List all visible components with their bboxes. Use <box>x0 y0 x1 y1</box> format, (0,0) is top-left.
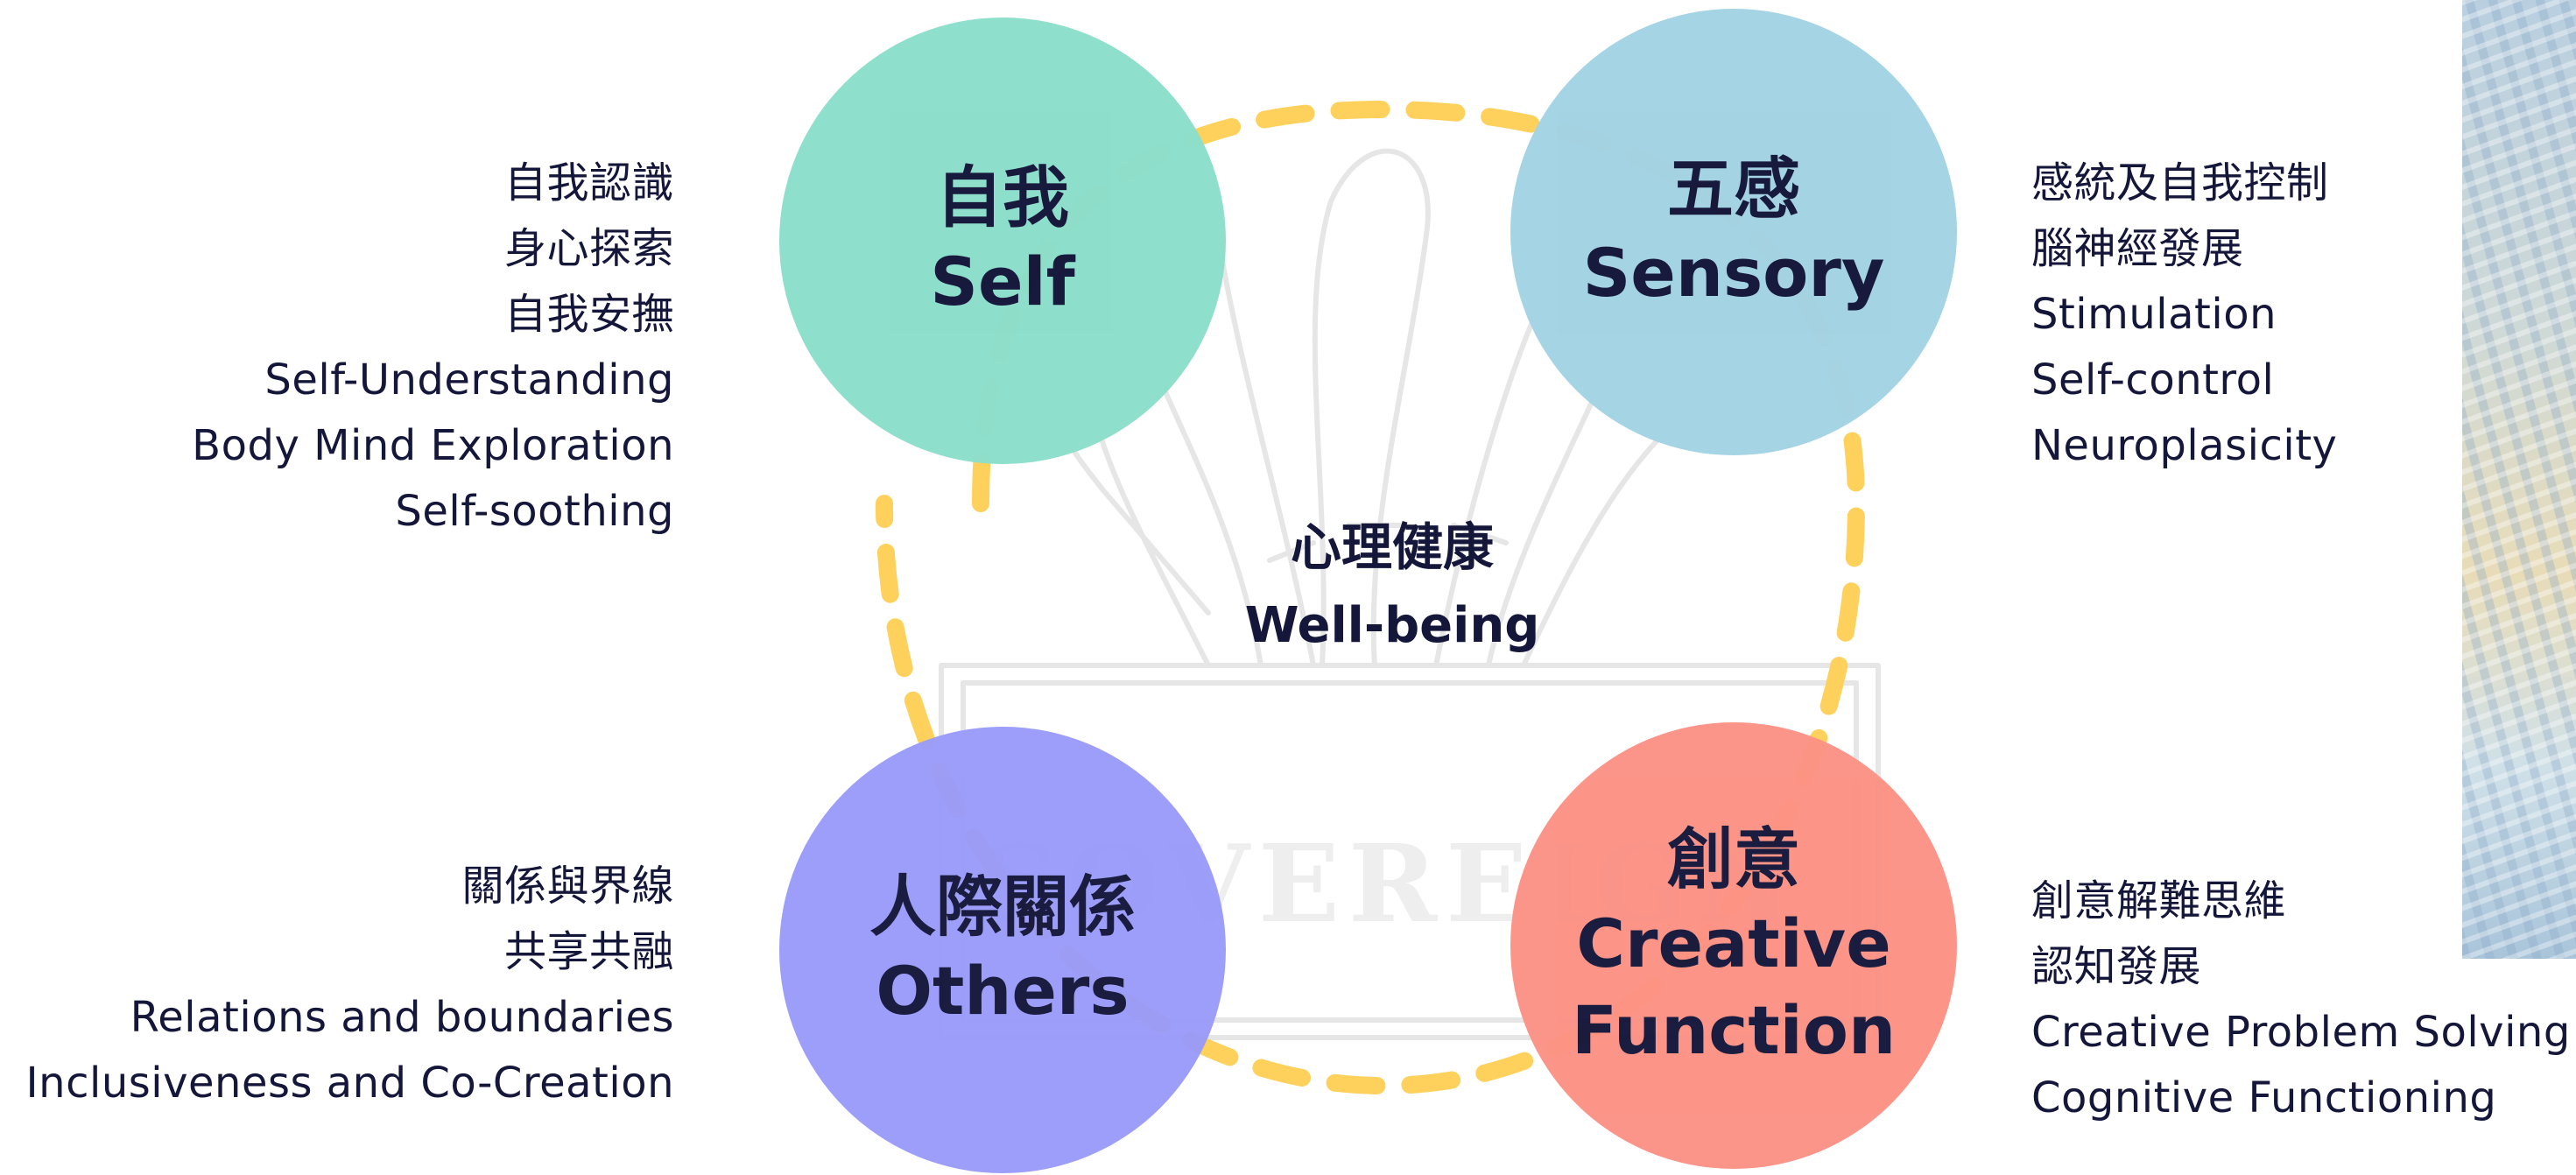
self-desc-line: Body Mind Exploration <box>192 421 674 470</box>
self-desc-line: Self-soothing <box>395 487 674 536</box>
self-desc-line: 自我安撫 <box>503 290 674 339</box>
sensory-desc-line: 腦神經發展 <box>2031 224 2244 273</box>
node-creative-en-1: Creative <box>1576 904 1891 982</box>
sensory-desc-line: Neuroplasicity <box>2031 421 2338 470</box>
creative-desc-line: 創意解難思維 <box>2031 876 2287 925</box>
center-label: 心理健康 Well-being <box>1217 508 1567 665</box>
painting-image <box>2462 0 2576 959</box>
node-creative: 創意 Creative Function <box>1510 722 1957 1169</box>
self-desc-line: Self-Understanding <box>264 355 674 405</box>
node-sensory-en: Sensory <box>1582 234 1885 313</box>
sensory-desc-line: Self-control <box>2031 355 2275 405</box>
others-desc-line: 共享共融 <box>503 927 674 976</box>
others-description: 關係與界線 共享共融 Relations and boundaries Incl… <box>26 854 674 1116</box>
node-sensory-zh: 五感 <box>1667 150 1800 229</box>
node-sensory: 五感 Sensory <box>1510 9 1957 455</box>
self-description: 自我認識 身心探索 自我安撫 Self-Understanding Body M… <box>192 151 674 545</box>
creative-description: 創意解難思維 認知發展 Creative Problem Solving Cog… <box>2031 869 2571 1131</box>
node-self-en: Self <box>930 243 1075 321</box>
node-creative-zh: 創意 <box>1667 820 1800 898</box>
center-label-en: Well-being <box>1244 597 1540 654</box>
creative-desc-line: Creative Problem Solving <box>2031 1008 2571 1057</box>
node-creative-en-2: Function <box>1571 990 1897 1069</box>
self-desc-line: 身心探索 <box>503 224 674 273</box>
sensory-desc-line: Stimulation <box>2031 290 2277 339</box>
center-label-zh: 心理健康 <box>1290 517 1494 577</box>
sensory-description: 感統及自我控制 腦神經發展 Stimulation Self-control N… <box>2031 151 2337 479</box>
others-desc-line: 關係與界線 <box>461 862 674 911</box>
node-others: 人際關係 Others <box>779 727 1226 1173</box>
creative-desc-line: Cognitive Functioning <box>2031 1073 2497 1122</box>
node-self-zh: 自我 <box>936 158 1069 237</box>
node-others-en: Others <box>876 952 1130 1031</box>
self-desc-line: 自我認識 <box>503 158 674 208</box>
creative-desc-line: 認知發展 <box>2031 942 2202 991</box>
others-desc-line: Inclusiveness and Co-Creation <box>25 1059 674 1108</box>
sensory-desc-line: 感統及自我控制 <box>2031 158 2329 208</box>
node-others-zh: 人際關係 <box>869 868 1136 946</box>
others-desc-line: Relations and boundaries <box>130 993 674 1042</box>
node-self: 自我 Self <box>779 18 1226 464</box>
